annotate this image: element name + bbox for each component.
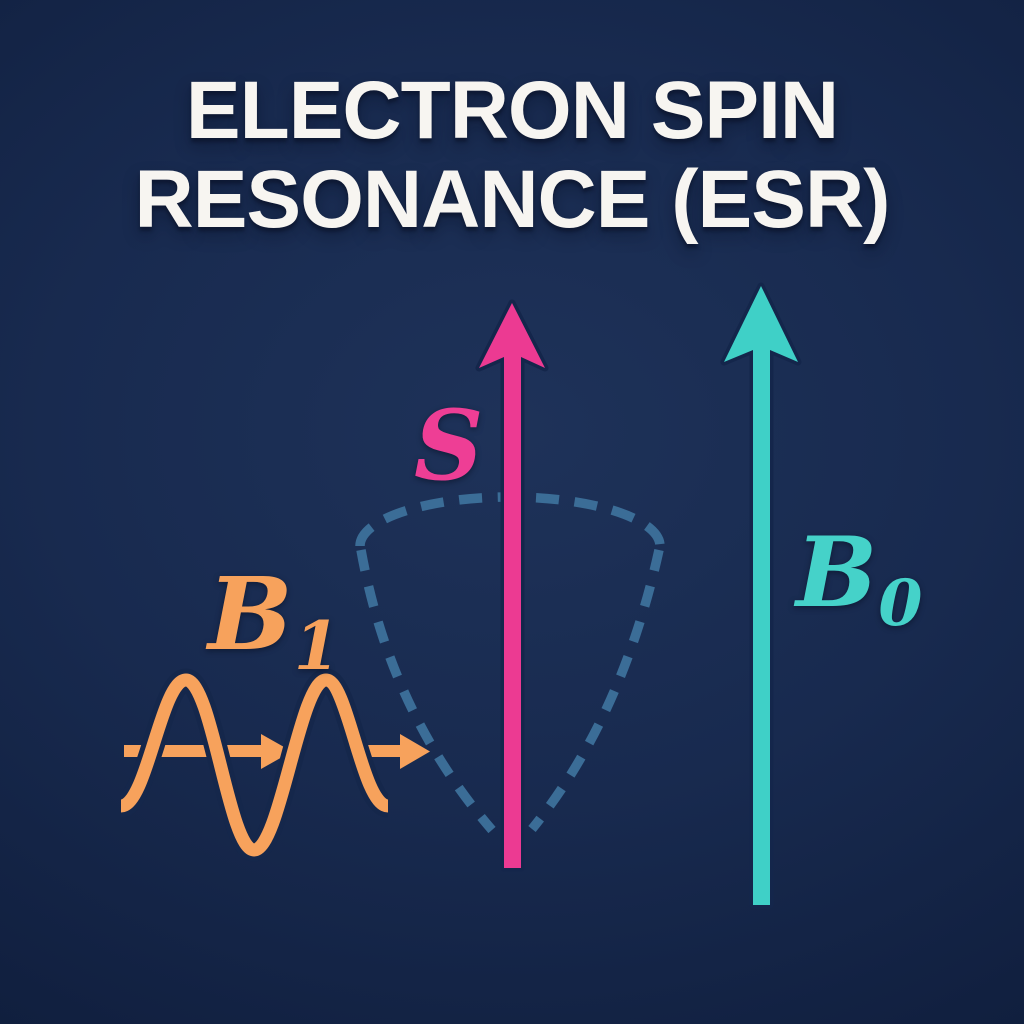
b1-wave-icon [117,668,430,862]
cone-right-edge [528,548,664,832]
b0-label-subscript: 0 [878,566,923,640]
b1-axis-arrowhead-right [400,734,430,769]
b1-label-subscript: 1 [293,606,340,685]
b1-label: B1 [208,564,340,679]
spin-arrow-icon [475,299,549,872]
b0-arrow-icon [720,282,802,909]
b1-wave [118,673,391,857]
b0-label-text: B [796,516,878,629]
title-line-2: RESONANCE (ESR) [134,154,891,245]
page-title: ELECTRON SPIN RESONANCE (ESR) [0,66,1024,244]
spin-label-text: S [414,389,484,502]
b1-label-text: B [208,555,293,673]
b1-axis-arrowhead-mid [261,734,292,769]
spin-label: S [414,398,483,494]
cone-left-edge [356,549,496,834]
b0-label: B0 [796,525,923,635]
title-line-1: ELECTRON SPIN [185,65,839,156]
